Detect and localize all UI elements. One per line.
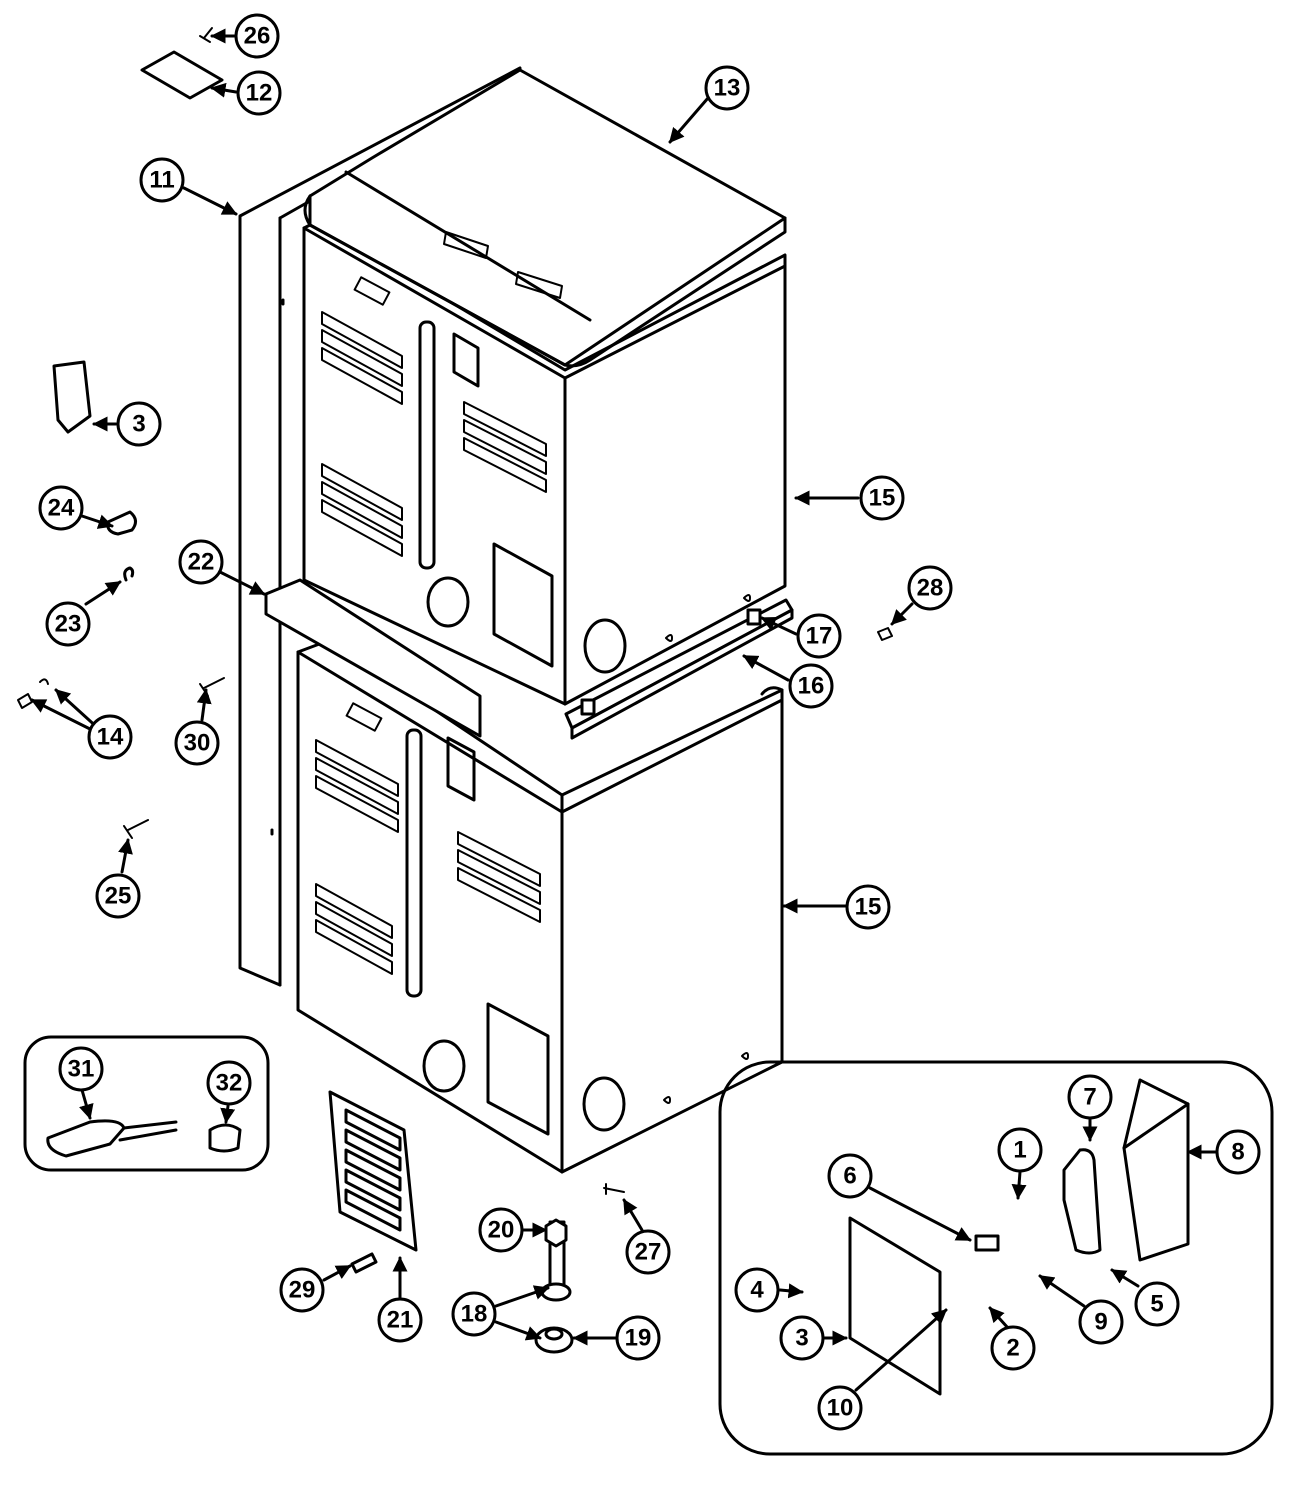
callout-3-inset: 3 xyxy=(779,1315,825,1361)
svg-text:3: 3 xyxy=(132,411,145,438)
svg-text:6: 6 xyxy=(843,1163,856,1190)
svg-text:12: 12 xyxy=(246,80,273,107)
callout-21: 21 xyxy=(377,1297,423,1343)
callout-28: 28 xyxy=(907,565,953,611)
svg-text:8: 8 xyxy=(1231,1139,1244,1166)
callout-25: 25 xyxy=(95,873,141,919)
svg-text:29: 29 xyxy=(289,1277,316,1304)
callout-26: 26 xyxy=(234,13,280,59)
callout-1: 1 xyxy=(997,1127,1043,1173)
svg-text:19: 19 xyxy=(625,1325,652,1352)
svg-text:15: 15 xyxy=(869,485,896,512)
callout-16: 16 xyxy=(788,663,834,709)
callout-10: 10 xyxy=(817,1385,863,1431)
leader-lines xyxy=(30,28,1218,1392)
callout-3-upper: 3 xyxy=(116,401,162,447)
callout-9: 9 xyxy=(1078,1299,1124,1345)
callout-23: 23 xyxy=(45,601,91,647)
svg-text:20: 20 xyxy=(488,1217,515,1244)
callout-12: 12 xyxy=(236,70,282,116)
svg-text:31: 31 xyxy=(68,1056,95,1083)
svg-text:4: 4 xyxy=(750,1277,764,1304)
svg-text:21: 21 xyxy=(387,1307,414,1334)
callout-13: 13 xyxy=(704,65,750,111)
svg-text:14: 14 xyxy=(97,724,124,751)
svg-text:10: 10 xyxy=(827,1395,854,1422)
front-bracket-22 xyxy=(264,578,482,738)
callout-30: 30 xyxy=(174,720,220,766)
svg-text:2: 2 xyxy=(1006,1335,1019,1362)
svg-text:24: 24 xyxy=(48,495,75,522)
svg-text:7: 7 xyxy=(1083,1084,1096,1111)
svg-text:1: 1 xyxy=(1013,1137,1026,1164)
callout-7: 7 xyxy=(1067,1074,1113,1120)
svg-text:30: 30 xyxy=(184,730,211,757)
rail-16 xyxy=(564,598,794,740)
callout-15-upper: 15 xyxy=(859,475,905,521)
lower-cabinet xyxy=(296,638,784,1174)
callout-6: 6 xyxy=(827,1153,873,1199)
svg-text:15: 15 xyxy=(855,894,882,921)
callout-18: 18 xyxy=(451,1291,497,1337)
callout-4: 4 xyxy=(734,1267,780,1313)
svg-text:13: 13 xyxy=(714,75,741,102)
callout-15-lower: 15 xyxy=(845,884,891,930)
svg-text:32: 32 xyxy=(216,1070,243,1097)
lower-front-louvers xyxy=(315,739,541,975)
callouts: 26 12 13 11 3 15 24 22 28 23 17 16 14 30… xyxy=(38,13,1261,1431)
upper-front-louvers xyxy=(321,311,547,557)
svg-text:11: 11 xyxy=(149,167,174,194)
svg-text:17: 17 xyxy=(806,623,833,650)
svg-text:18: 18 xyxy=(461,1301,488,1328)
svg-text:25: 25 xyxy=(105,883,132,910)
upper-cabinet xyxy=(302,68,787,706)
callout-5: 5 xyxy=(1134,1281,1180,1327)
callout-24: 24 xyxy=(38,485,84,531)
callout-20: 20 xyxy=(478,1207,524,1253)
svg-text:26: 26 xyxy=(244,23,271,50)
callout-17: 17 xyxy=(796,613,842,659)
callout-2: 2 xyxy=(990,1325,1036,1371)
callout-14: 14 xyxy=(87,714,133,760)
svg-text:27: 27 xyxy=(635,1239,662,1266)
cord-inset xyxy=(23,1035,270,1172)
svg-text:22: 22 xyxy=(188,549,215,576)
callout-8: 8 xyxy=(1215,1129,1261,1175)
svg-text:5: 5 xyxy=(1150,1291,1163,1318)
callout-27: 27 xyxy=(625,1229,671,1275)
callout-19: 19 xyxy=(615,1315,661,1361)
callout-11: 11 xyxy=(139,157,185,203)
svg-text:23: 23 xyxy=(55,611,82,638)
terminal-inset xyxy=(718,1060,1274,1456)
bottom-parts xyxy=(328,1090,574,1354)
callout-31: 31 xyxy=(58,1046,104,1092)
callout-29: 29 xyxy=(279,1267,325,1313)
svg-text:9: 9 xyxy=(1094,1309,1107,1336)
callout-22: 22 xyxy=(178,539,224,585)
svg-text:16: 16 xyxy=(798,673,825,700)
svg-text:28: 28 xyxy=(917,575,944,602)
small-parts xyxy=(17,27,893,1195)
callout-32: 32 xyxy=(206,1060,252,1106)
svg-text:3: 3 xyxy=(795,1325,808,1352)
